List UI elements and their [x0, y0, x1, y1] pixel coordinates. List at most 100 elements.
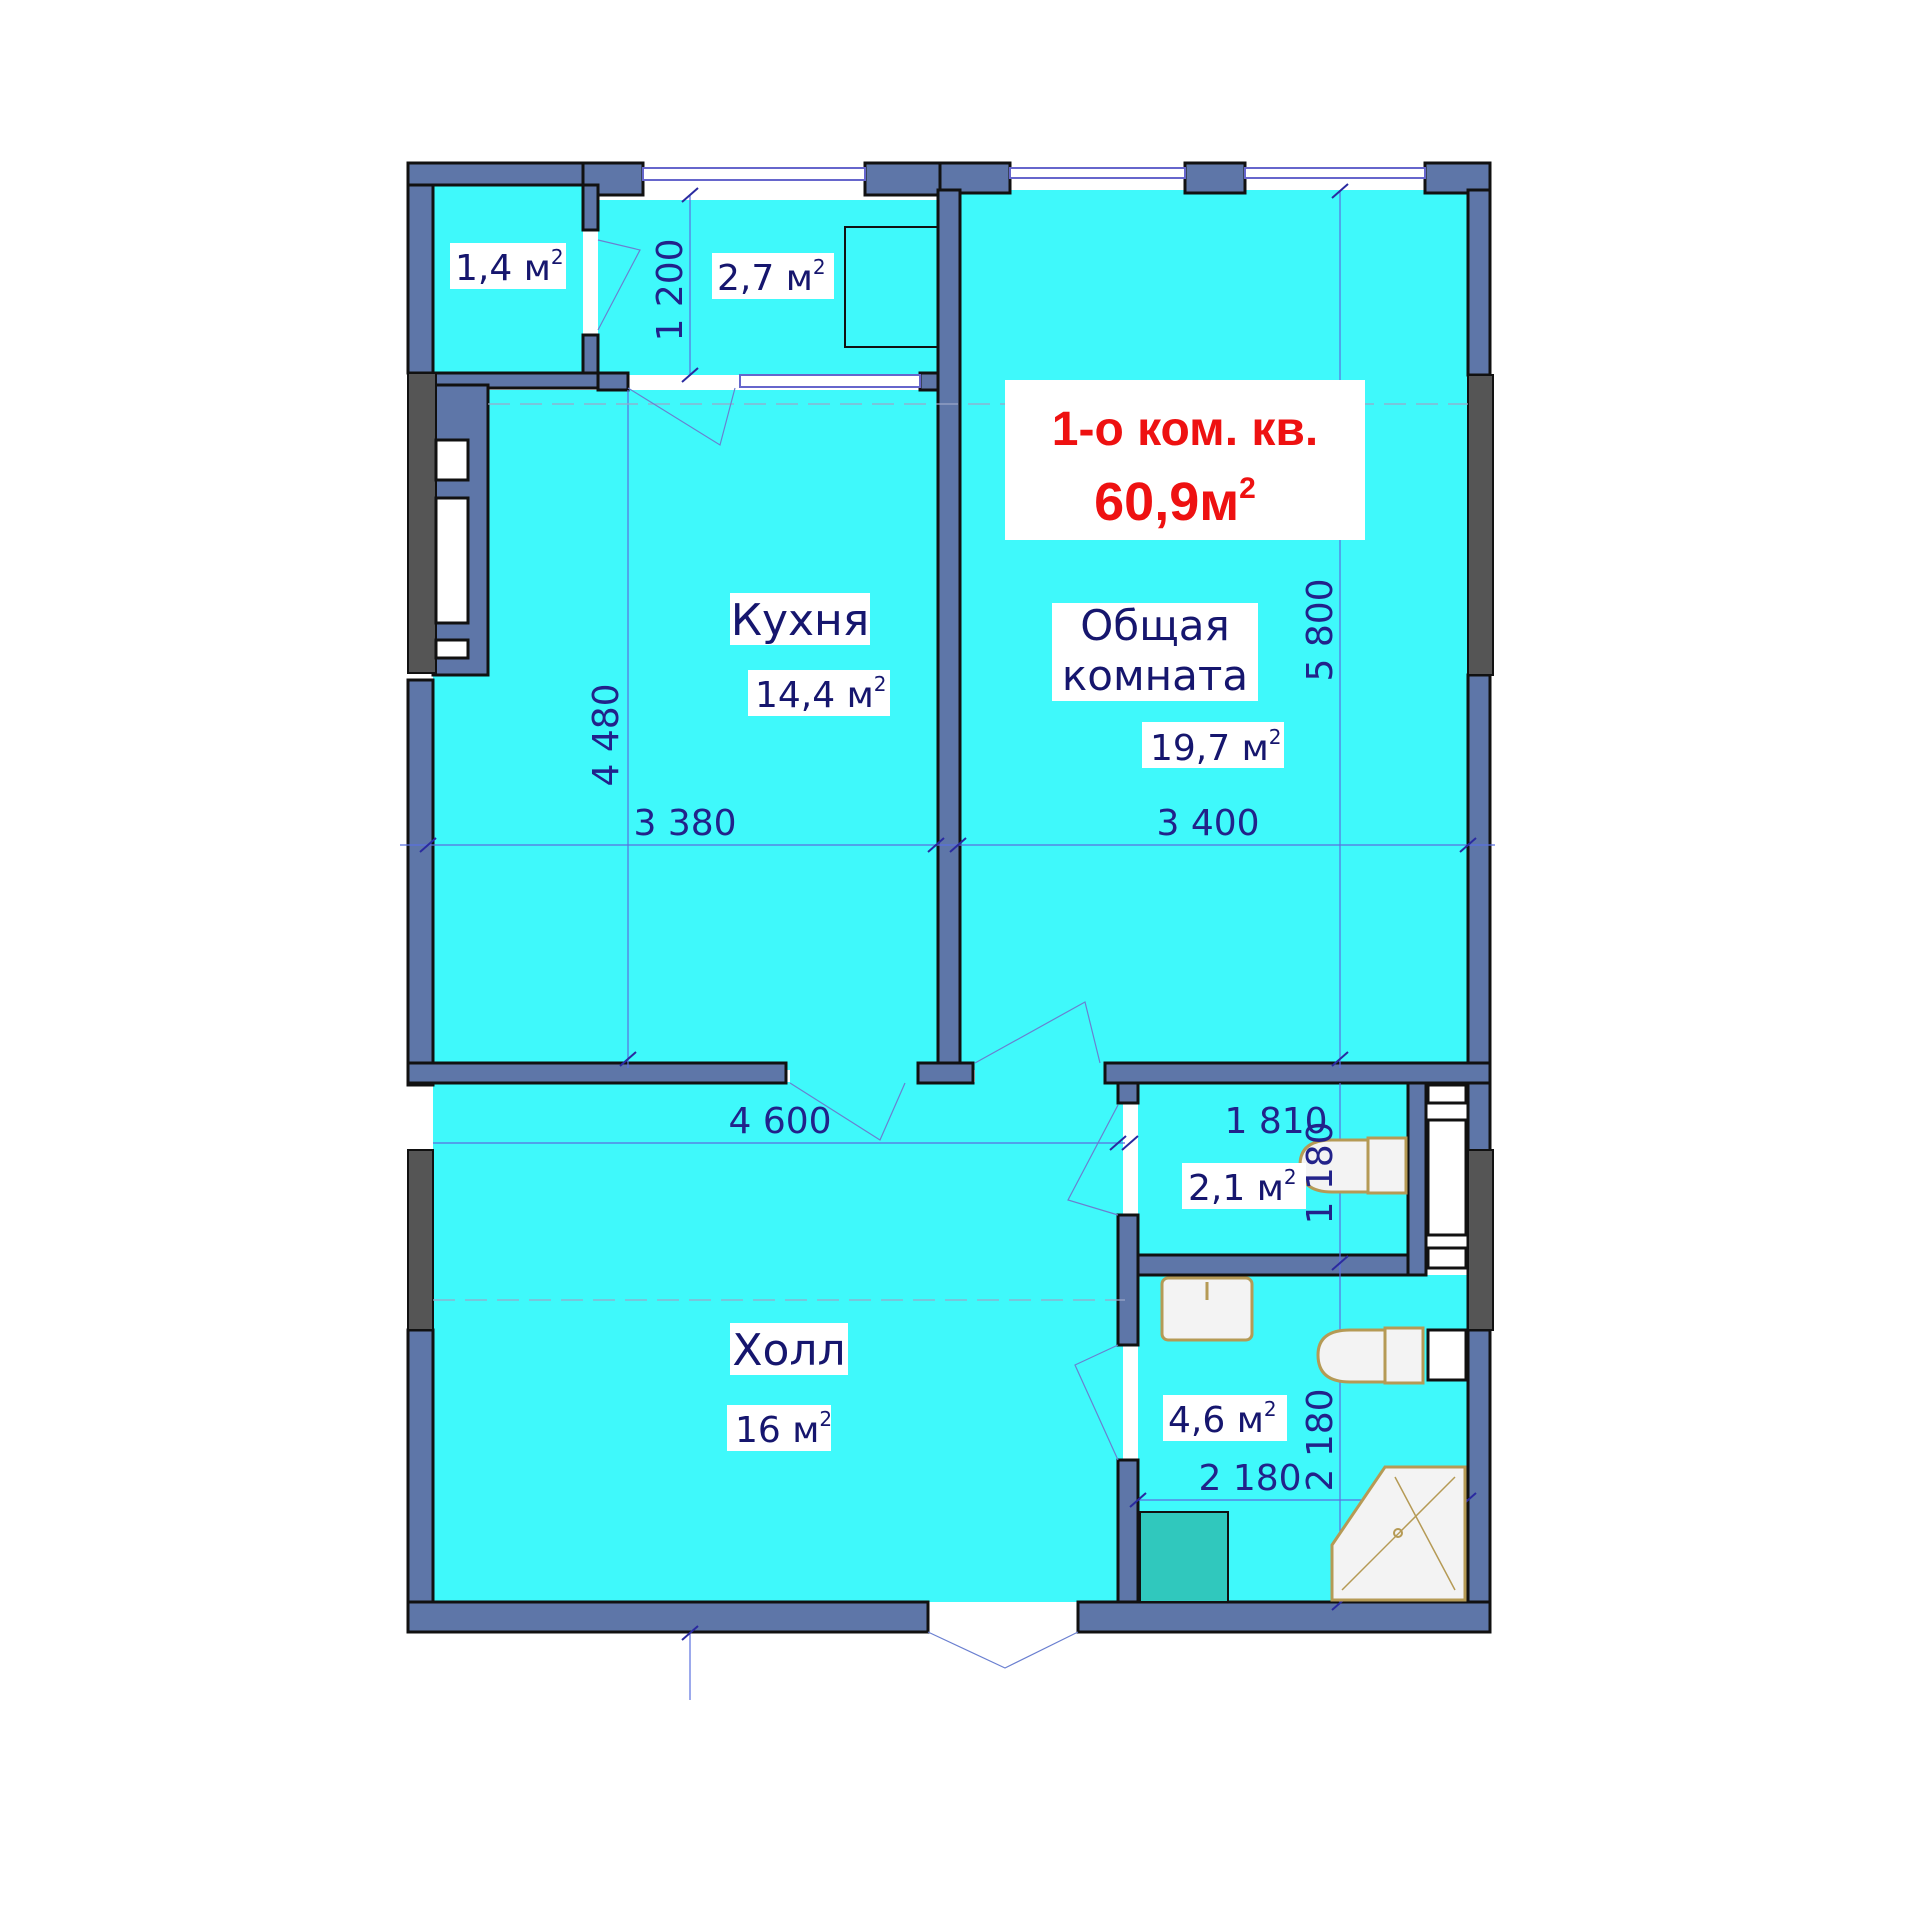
living-area-sup: 2	[1269, 725, 1282, 749]
shaft-blocks	[1426, 1083, 1468, 1382]
niche-block-3	[434, 638, 470, 660]
bath-area-value: 4,6 м	[1168, 1400, 1264, 1441]
hall-area-value: 16 м	[735, 1410, 819, 1451]
wall-mid-c	[1103, 1061, 1492, 1085]
tick	[681, 367, 699, 383]
bath-area-sup: 2	[1264, 1397, 1277, 1421]
kitchen-area-value: 14,4 м	[755, 675, 874, 716]
door-swing-storage	[597, 239, 641, 331]
wall-bottom-right	[1076, 1600, 1492, 1634]
bath-toilet-bowl	[1316, 1328, 1387, 1384]
dim-kitchen-width: 3 380	[633, 803, 736, 844]
title-line1: 1-о ком. кв.	[1052, 403, 1318, 456]
wall-top-living-b	[1183, 161, 1247, 195]
living-area: 19,7 м2	[1150, 725, 1282, 769]
living-area-value: 19,7 м	[1150, 728, 1269, 769]
door-gap-floor-2	[975, 1068, 1105, 1086]
wall-top-living-c	[1423, 161, 1492, 195]
wc-area-value: 2,1 м	[1188, 1168, 1284, 1209]
wc-area-bg	[1182, 1163, 1306, 1209]
wall-center	[936, 188, 962, 1072]
niche-block-2	[434, 496, 470, 625]
living-name-line1: Общая	[1080, 601, 1230, 650]
label-backgrounds	[450, 243, 1306, 1451]
dim-living-width: 3 400	[1156, 803, 1259, 844]
bath-toilet	[1316, 1326, 1425, 1385]
panel-right-top	[1467, 374, 1494, 676]
window-balcony-top	[642, 167, 866, 181]
door-gap-floor	[790, 1068, 920, 1086]
tick	[419, 837, 437, 853]
tick	[681, 1625, 699, 1641]
kitchen-name: Кухня	[731, 595, 870, 646]
wall-left-b	[406, 1328, 435, 1607]
door-swing-entry	[927, 1631, 1079, 1669]
hall-area: 16 м2	[735, 1407, 832, 1451]
wall-wc-left-a	[1116, 1081, 1140, 1105]
tick	[927, 837, 945, 853]
bath-area-bg	[1163, 1395, 1287, 1441]
kitchen-area: 14,4 м2	[755, 672, 887, 716]
window-living-a	[1009, 167, 1186, 179]
door-swing-kitchen	[627, 387, 736, 446]
wc-toilet-tank	[1366, 1136, 1408, 1195]
wall-wc-bottom	[1136, 1253, 1415, 1277]
dim-balcony-depth: 1 200	[650, 238, 691, 341]
wall-top-balcony-r	[863, 161, 942, 197]
window-living-b	[1244, 167, 1426, 179]
room-labels: 1,4 м2 2,7 м2 Кухня 14,4 м2 Общая комнат…	[455, 245, 1297, 1451]
balcony-area: 2,7 м2	[717, 255, 826, 299]
storage-area-sup: 2	[551, 245, 564, 269]
wc-area: 2,1 м2	[1188, 1165, 1297, 1209]
wall-storage-right-b	[581, 333, 600, 377]
door-swing-wc	[1067, 1104, 1119, 1216]
panel-right-bottom	[1467, 1149, 1494, 1331]
door-swings	[597, 239, 1119, 1669]
wall-right-top	[1466, 188, 1492, 377]
kitchen-area-sup: 2	[874, 672, 887, 696]
walls	[406, 161, 1492, 1634]
window-balcony-bottom	[739, 374, 921, 388]
windows	[642, 167, 1426, 388]
bath-toilet-tank	[1383, 1326, 1425, 1385]
kitchen-area-bg	[748, 670, 890, 716]
kitchen-floor	[433, 390, 938, 1070]
living-area-bg	[1142, 722, 1284, 768]
wall-wc-left-b	[1116, 1213, 1140, 1347]
bath-tile-block	[1139, 1511, 1229, 1603]
shaft-block-1	[1426, 1083, 1468, 1105]
wall-storage-right	[581, 183, 600, 232]
hall-name-bg	[730, 1323, 848, 1375]
hall-name: Холл	[732, 1325, 845, 1376]
tick	[1129, 1492, 1147, 1508]
kitchen-name-bg	[730, 593, 870, 645]
tick	[1109, 1135, 1127, 1151]
panel-left-bottom	[407, 1149, 434, 1331]
balcony-area-value: 2,7 м	[717, 258, 813, 299]
storage-label-bg	[450, 243, 566, 289]
storage-area-value: 1,4 м	[455, 248, 551, 289]
tick	[1331, 1051, 1349, 1067]
dim-living-length: 5 800	[1300, 578, 1341, 681]
tick	[1121, 1135, 1139, 1151]
tick	[1459, 837, 1477, 853]
wall-wc-right	[1406, 1081, 1428, 1277]
storage-area: 1,4 м2	[455, 245, 564, 289]
dim-kitchen-length: 4 480	[586, 683, 627, 786]
wall-wc-left-c	[1116, 1458, 1140, 1607]
wall-balcony-bottom-l	[596, 371, 630, 392]
shaft-block-4	[1426, 1328, 1468, 1382]
niche-block-1	[434, 438, 470, 482]
wall-mid-a	[406, 1061, 788, 1085]
tick	[1331, 183, 1349, 199]
wall-left-top	[406, 161, 435, 375]
hall-area-bg	[727, 1405, 831, 1451]
dim-hall-width: 4 600	[728, 1101, 831, 1142]
dim-bath-width: 2 180	[1198, 1458, 1301, 1499]
bath-area: 4,6 м2	[1168, 1397, 1277, 1441]
wall-mid-b	[916, 1061, 975, 1085]
door-swing-hall	[789, 1082, 906, 1141]
wall-top-living-a	[938, 161, 1012, 195]
title-box-bg	[1005, 380, 1365, 540]
